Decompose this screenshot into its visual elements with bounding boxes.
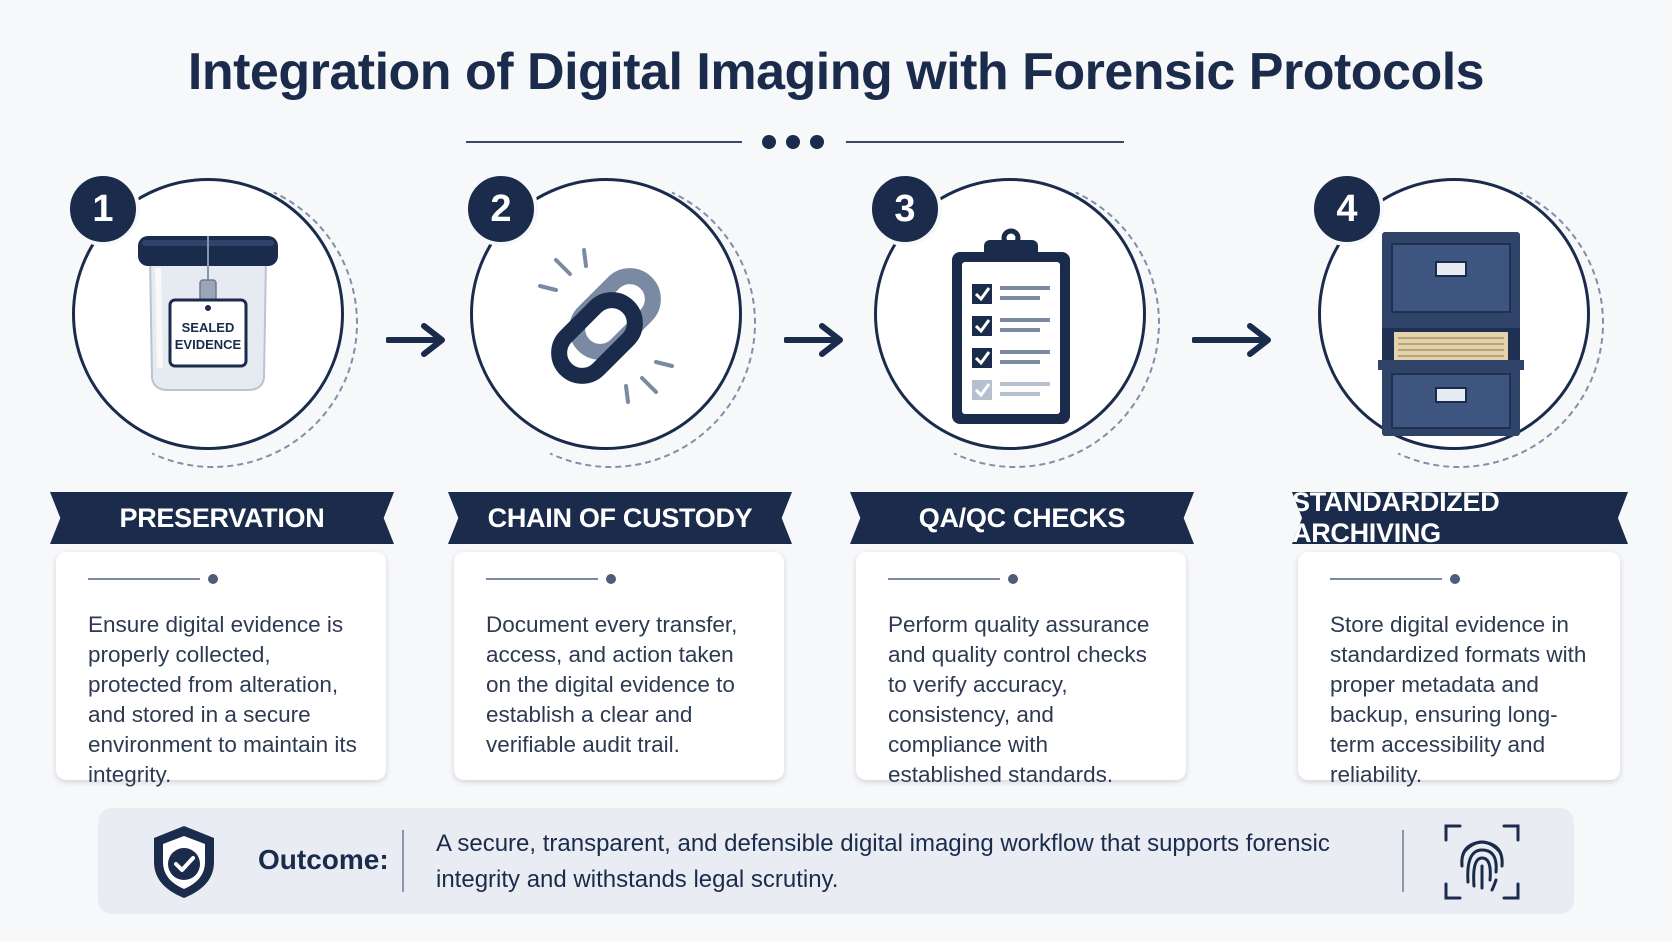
arrow-right-icon <box>386 323 445 357</box>
fingerprint-icon <box>1444 824 1520 900</box>
step-3-heading: QA/QC CHECKS <box>850 492 1194 544</box>
filing-cabinet-icon <box>1378 232 1524 436</box>
step-3-card: Perform quality assurance and quality co… <box>856 552 1186 787</box>
outcome-banner: Outcome: A secure, transparent, and defe… <box>98 808 1574 914</box>
step-4-number: 4 <box>1310 172 1384 246</box>
step-1-description: Ensure digital evidence is properly coll… <box>88 612 357 787</box>
step-4-heading: STANDARDIZED ARCHIVING <box>1292 492 1628 544</box>
step-2-heading: CHAIN OF CUSTODY <box>448 492 792 544</box>
step-3-description: Perform quality assurance and quality co… <box>888 612 1150 787</box>
step-1-card: Ensure digital evidence is properly coll… <box>56 552 386 787</box>
step-1-number: 1 <box>66 172 140 246</box>
step-3-number: 3 <box>868 172 942 246</box>
step-4-description: Store digital evidence in standardized f… <box>1330 612 1587 787</box>
shield-check-icon <box>154 826 214 898</box>
title-divider <box>0 134 1672 150</box>
step-1-heading: PRESERVATION <box>50 492 394 544</box>
chain-link-icon <box>538 248 674 404</box>
jar-label-line1: SEALED <box>182 320 235 335</box>
step-4-card: Store digital evidence in standardized f… <box>1298 552 1620 787</box>
outcome-text: A secure, transparent, and defensible di… <box>436 830 1330 893</box>
clipboard-checklist-icon <box>952 228 1070 424</box>
step-2-card: Document every transfer, access, and act… <box>454 552 784 780</box>
step-2-number: 2 <box>464 172 538 246</box>
outcome-label: Outcome: <box>258 844 389 875</box>
arrow-right-icon <box>784 323 843 357</box>
sealed-evidence-jar-icon: SEALED EVIDENCE <box>138 236 278 391</box>
step-2-description: Document every transfer, access, and act… <box>486 612 738 757</box>
page-title: Integration of Digital Imaging with Fore… <box>187 43 1485 101</box>
arrow-right-icon <box>1192 323 1271 357</box>
jar-label-line2: EVIDENCE <box>175 337 242 352</box>
